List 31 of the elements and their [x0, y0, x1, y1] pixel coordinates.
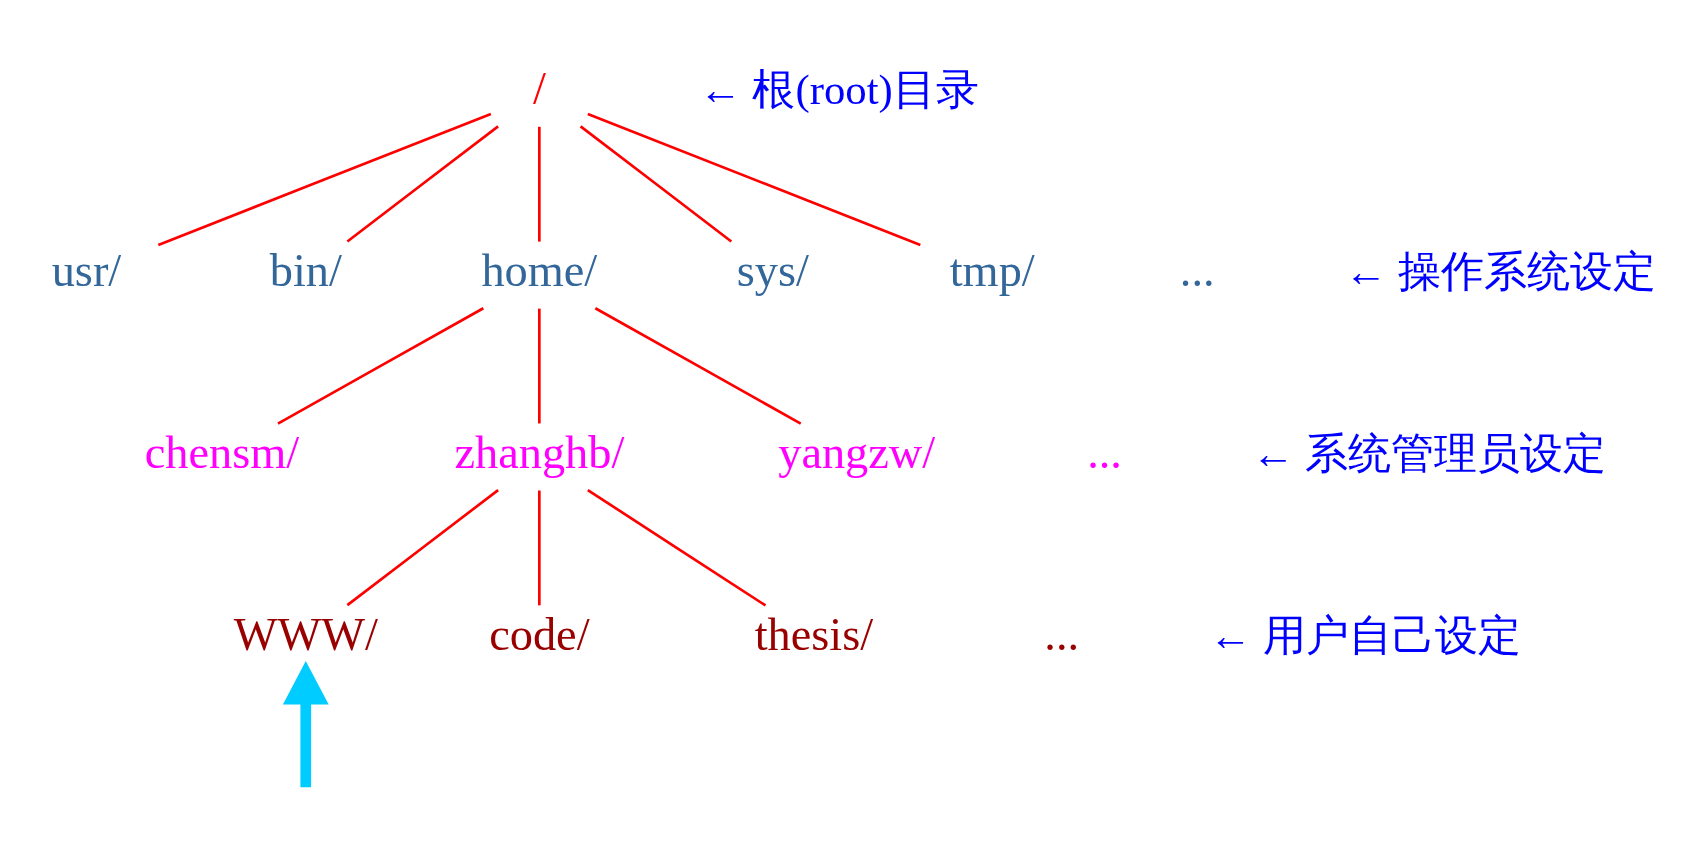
- node-text: chensm/: [144, 426, 300, 478]
- connector: [594, 306, 802, 425]
- node-text: /: [532, 62, 546, 114]
- connector: [538, 308, 541, 423]
- connector: [157, 112, 492, 246]
- label: ← 用户自己设定: [1209, 611, 1521, 659]
- node-text: ...: [1087, 426, 1122, 478]
- connector: [587, 488, 767, 607]
- node-text: tmp/: [949, 244, 1035, 296]
- connector: [538, 126, 541, 242]
- label: ← 系统管理员设定: [1251, 429, 1607, 477]
- node-text: yangzw/: [778, 426, 936, 478]
- connector: [346, 488, 499, 606]
- connector: [579, 124, 733, 242]
- node-text: home/: [481, 244, 598, 296]
- node-text: ...: [1044, 608, 1080, 660]
- connector: [346, 124, 499, 242]
- node-text: WWW/: [233, 608, 378, 660]
- connector: [538, 490, 541, 605]
- node-text: bin/: [269, 244, 342, 296]
- node-text: zhanghb/: [454, 426, 625, 478]
- node-text: thesis/: [754, 608, 874, 660]
- node-text: sys/: [736, 244, 809, 296]
- connector: [587, 112, 921, 246]
- connector: [277, 306, 484, 425]
- node-text: code/: [489, 608, 590, 660]
- label: ← 根(root)目录: [698, 65, 979, 113]
- label: ← 操作系统设定: [1344, 247, 1657, 295]
- node-text: ...: [1179, 244, 1215, 296]
- arrow: [282, 660, 329, 787]
- node-text: usr/: [51, 244, 122, 296]
